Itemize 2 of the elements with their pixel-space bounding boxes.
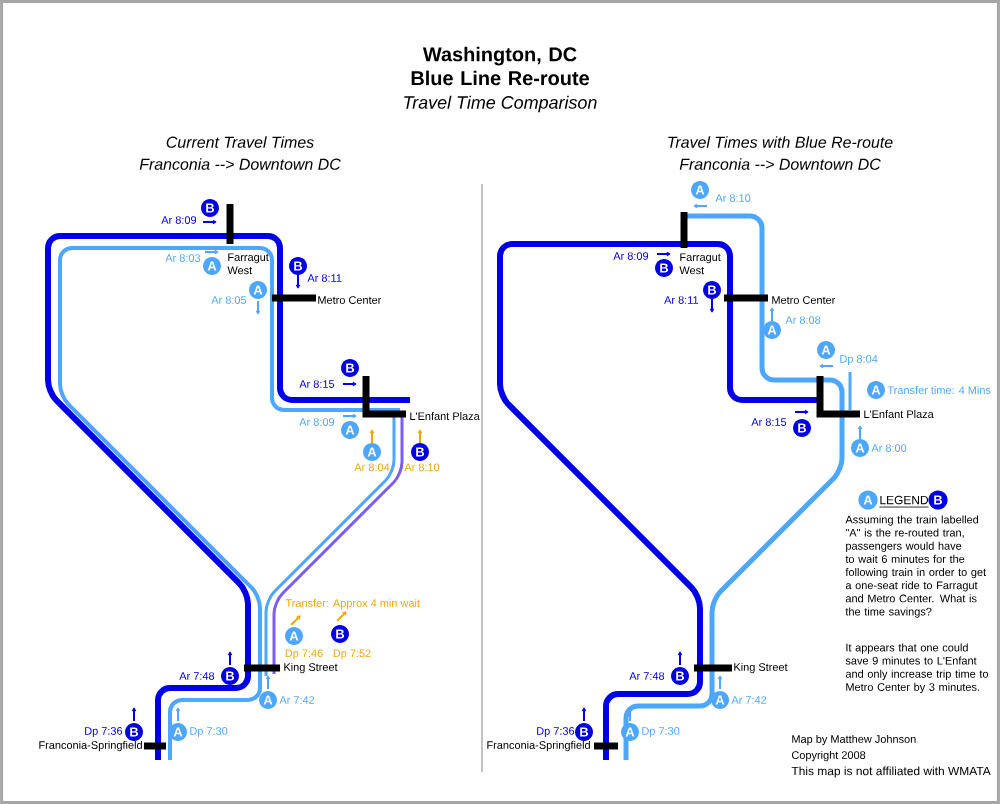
title: Washington, DC Blue Line Re-route [411,46,589,86]
subtitle: Travel Time Comparison [404,95,597,113]
